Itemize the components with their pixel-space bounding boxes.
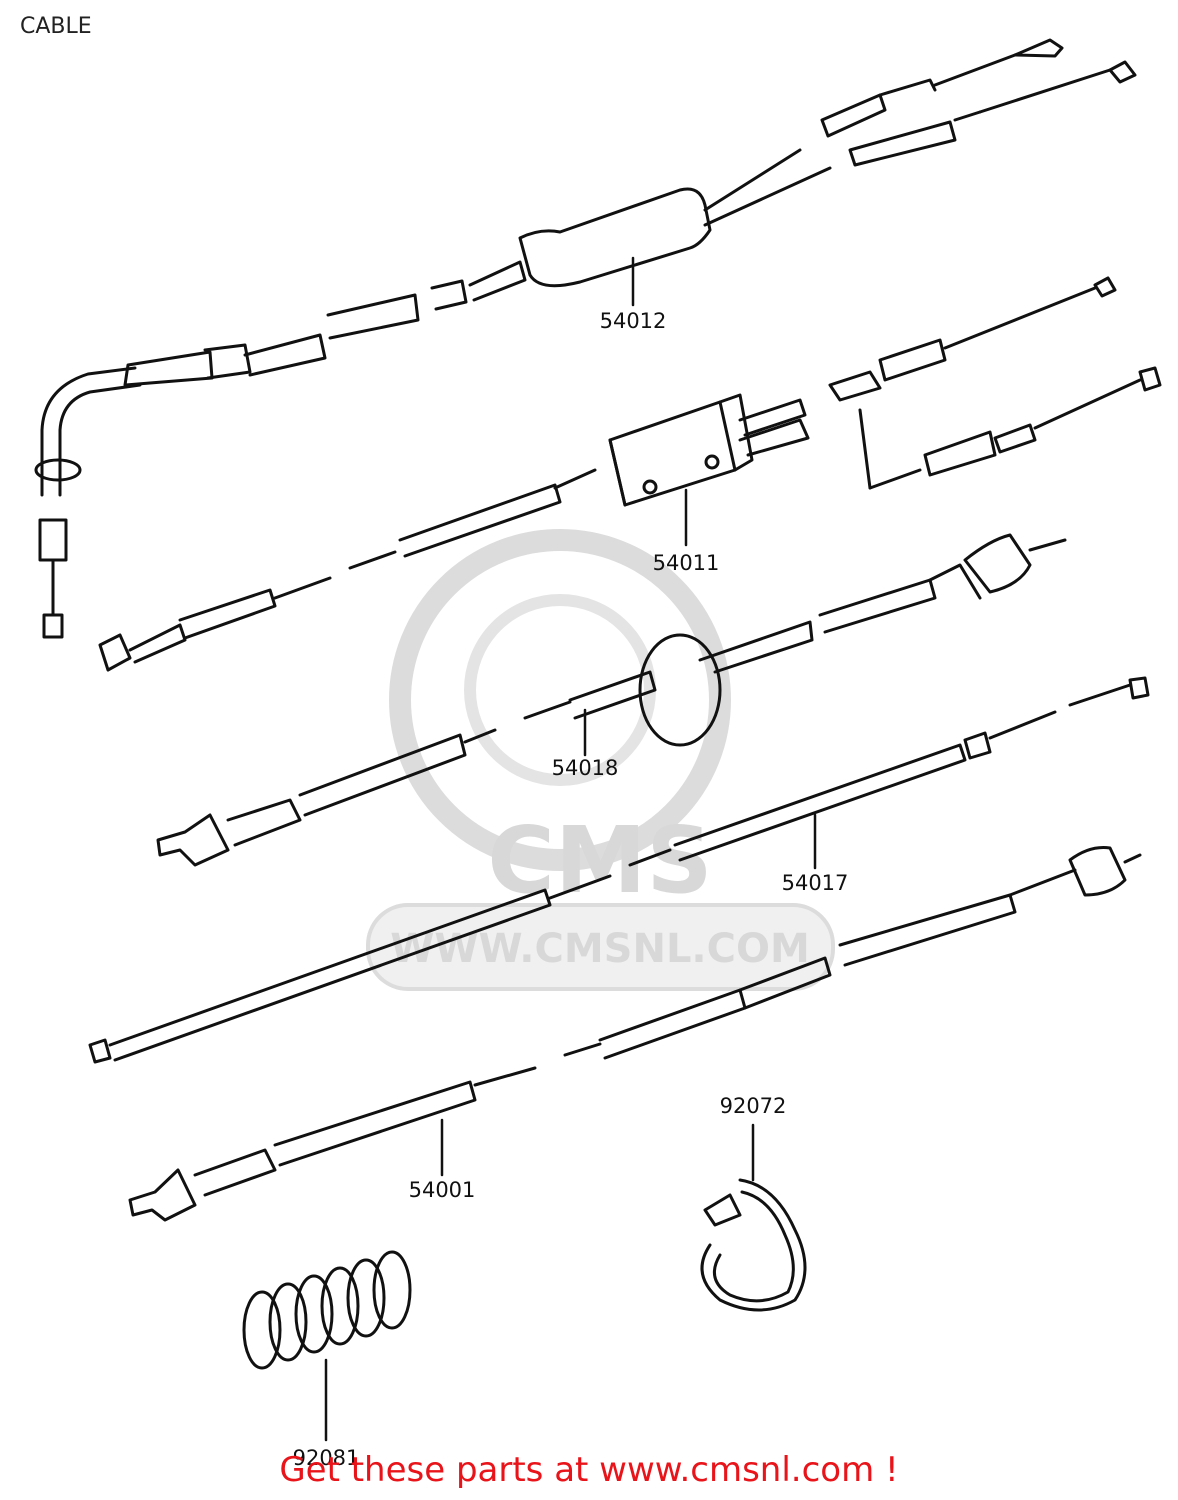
watermark: CMS WWW.CMSNL.COM [366, 529, 835, 991]
label-54018: 54018 [552, 756, 619, 780]
label-54001: 54001 [409, 1178, 476, 1202]
watermark-url: WWW.CMSNL.COM [390, 926, 810, 972]
part-54001-tachometer-cable [128, 846, 1142, 1222]
label-54017: 54017 [782, 871, 849, 895]
part-92081-spring [242, 1250, 412, 1370]
part-54012-throttle-cable [34, 38, 1137, 639]
footer-link[interactable]: Get these parts at www.cmsnl.com ! [279, 1450, 899, 1490]
part-labels: 54012 54011 54018 54017 54001 92072 9208… [293, 309, 849, 1470]
label-54011: 54011 [653, 551, 720, 575]
page-title: CABLE [20, 14, 92, 39]
part-92072-clamp [700, 1178, 807, 1312]
label-92081: 92081 [293, 1446, 360, 1470]
leader-lines [324, 256, 817, 1442]
part-54018-speedometer-cable [156, 533, 1067, 867]
part-54017-cable [88, 676, 1150, 1064]
part-54011-brake-cable [98, 276, 1162, 672]
label-92072: 92072 [720, 1094, 787, 1118]
label-54012: 54012 [600, 309, 667, 333]
